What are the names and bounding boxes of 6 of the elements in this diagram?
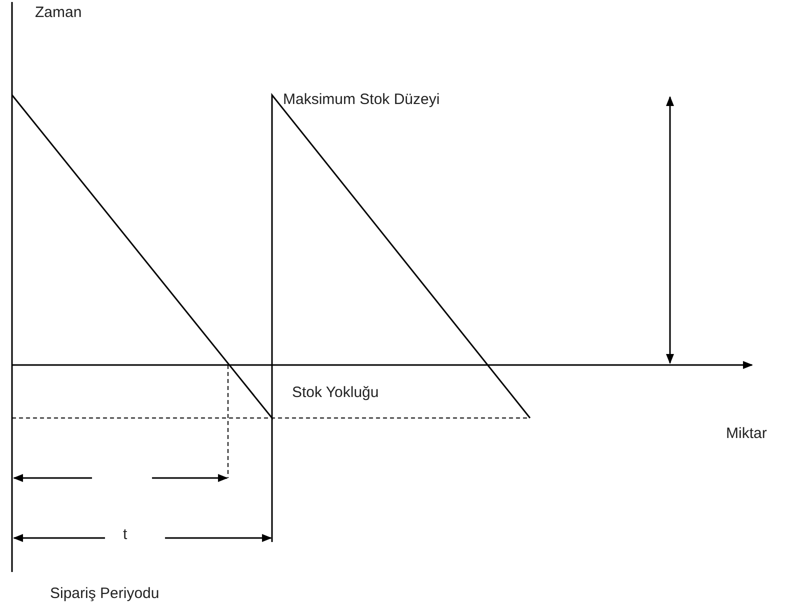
chart-label: Stok Yokluğu [292,384,379,402]
caption-label: Sipariş Periyodu [50,585,160,603]
dimension-label: t [123,526,128,544]
axis-label: Zaman [35,4,82,22]
axis-label: Miktar [726,425,767,443]
chart-label: Maksimum Stok Düzeyi [283,91,440,109]
